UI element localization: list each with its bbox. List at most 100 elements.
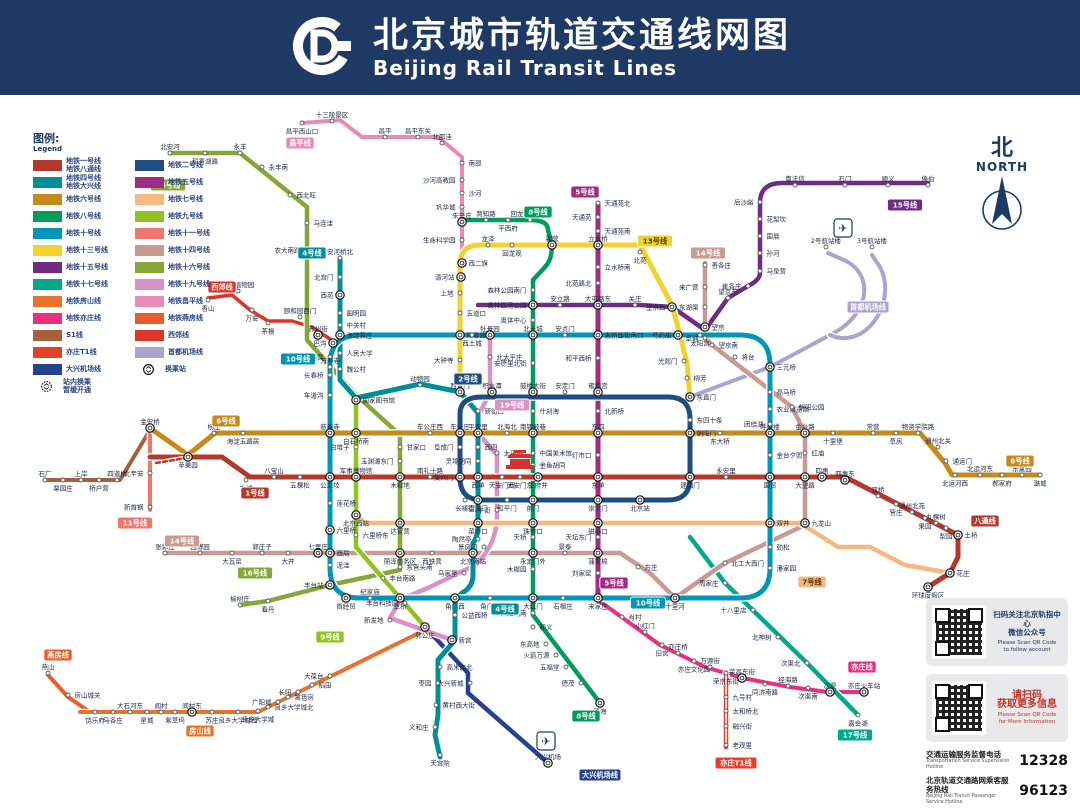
station-marker[interactable] [767, 565, 773, 571]
interchange-station-marker[interactable] [455, 472, 465, 482]
qr-card-follow[interactable]: 扫码关注北京轨指中心 微信公众号 Please Scan QR Code to … [926, 598, 1068, 666]
station-marker[interactable] [933, 520, 939, 526]
station-marker[interactable] [659, 642, 665, 648]
interchange-station-marker[interactable] [528, 330, 538, 340]
station-marker[interactable] [475, 458, 481, 464]
station-marker[interactable] [457, 357, 463, 363]
station-marker[interactable] [265, 320, 271, 326]
station-marker[interactable] [162, 550, 168, 556]
interchange-station-marker[interactable] [800, 472, 810, 482]
interchange-station-marker[interactable] [145, 423, 155, 433]
interchange-station-marker[interactable] [595, 698, 605, 708]
station-marker[interactable] [494, 507, 500, 513]
interchange-station-marker[interactable] [667, 302, 677, 312]
interchange-station-marker[interactable] [528, 518, 538, 528]
interchange-station-marker[interactable] [457, 258, 467, 268]
interchange-station-marker[interactable] [335, 330, 345, 340]
station-marker[interactable] [619, 614, 625, 620]
station-marker[interactable] [382, 134, 388, 140]
station-marker[interactable] [595, 214, 601, 220]
station-marker[interactable] [327, 673, 333, 679]
interchange-station-marker[interactable] [593, 518, 603, 528]
station-marker[interactable] [494, 450, 500, 456]
station-marker[interactable] [483, 217, 489, 223]
interchange-station-marker[interactable] [635, 495, 645, 505]
station-marker[interactable] [459, 204, 465, 210]
interchange-station-marker[interactable] [685, 428, 695, 438]
station-marker[interactable] [509, 242, 515, 248]
station-marker[interactable] [530, 408, 536, 414]
interchange-station-marker[interactable] [325, 428, 335, 438]
station-marker[interactable] [915, 430, 921, 436]
station-marker[interactable] [337, 274, 343, 280]
station-marker[interactable] [367, 595, 373, 601]
station-marker[interactable] [595, 452, 601, 458]
station-marker[interactable] [517, 474, 523, 480]
station-marker[interactable] [504, 430, 510, 436]
station-marker[interactable] [767, 452, 773, 458]
interchange-station-marker[interactable] [341, 593, 351, 603]
station-marker[interactable] [767, 544, 773, 550]
station-marker[interactable] [127, 709, 133, 715]
station-marker[interactable] [469, 332, 475, 338]
station-marker[interactable] [595, 228, 601, 234]
station-marker[interactable] [595, 280, 601, 286]
interchange-station-marker[interactable] [593, 472, 603, 482]
station-marker[interactable] [1037, 472, 1043, 478]
station-marker[interactable] [435, 680, 441, 686]
station-marker[interactable] [415, 134, 421, 140]
interchange-station-marker[interactable] [313, 330, 323, 340]
interchange-station-marker[interactable] [673, 330, 683, 340]
station-marker[interactable] [723, 742, 729, 748]
interchange-station-marker[interactable] [187, 707, 197, 717]
station-marker[interactable] [114, 477, 120, 483]
station-marker[interactable] [287, 192, 293, 198]
station-marker[interactable] [417, 382, 423, 388]
interchange-station-marker[interactable] [313, 548, 323, 558]
station-marker[interactable] [675, 650, 681, 656]
station-marker[interactable] [211, 430, 217, 436]
interchange-station-marker[interactable] [737, 673, 747, 683]
interchange-station-marker[interactable] [325, 548, 335, 558]
station-marker[interactable] [197, 550, 203, 556]
interchange-station-marker[interactable] [533, 472, 543, 482]
station-marker[interactable] [842, 182, 848, 188]
interchange-station-marker[interactable] [859, 687, 869, 697]
station-marker[interactable] [722, 580, 728, 586]
station-marker[interactable] [595, 355, 601, 361]
station-marker[interactable] [397, 458, 403, 464]
station-marker[interactable] [732, 354, 738, 360]
interchange-station-marker[interactable] [765, 428, 775, 438]
station-marker[interactable] [297, 314, 303, 320]
station-marker[interactable] [709, 342, 715, 348]
interchange-station-marker[interactable] [328, 338, 338, 348]
station-marker[interactable] [789, 404, 795, 410]
station-marker[interactable] [1019, 472, 1025, 478]
station-marker[interactable] [830, 430, 836, 436]
interchange-station-marker[interactable] [450, 593, 460, 603]
station-marker[interactable] [243, 477, 249, 483]
station-marker[interactable] [750, 607, 756, 613]
station-marker[interactable] [687, 417, 693, 423]
interchange-station-marker[interactable] [700, 322, 710, 332]
station-marker[interactable] [757, 268, 763, 274]
station-marker[interactable] [530, 610, 536, 616]
station-marker[interactable] [337, 255, 343, 261]
station-marker[interactable] [147, 470, 153, 476]
station-marker[interactable] [757, 233, 763, 239]
interchange-station-marker[interactable] [395, 548, 405, 558]
interchange-station-marker[interactable] [593, 593, 603, 603]
station-marker[interactable] [530, 566, 536, 572]
interchange-station-marker[interactable] [840, 475, 850, 485]
station-marker[interactable] [380, 575, 386, 581]
station-marker[interactable] [595, 570, 601, 576]
station-marker[interactable] [543, 641, 549, 647]
station-marker[interactable] [999, 472, 1005, 478]
station-marker[interactable] [329, 118, 335, 124]
station-marker[interactable] [560, 595, 566, 601]
interchange-station-marker[interactable] [487, 387, 497, 397]
station-marker[interactable] [259, 550, 265, 556]
interchange-station-marker[interactable] [825, 687, 835, 697]
station-marker[interactable] [530, 624, 536, 630]
interchange-station-marker[interactable] [351, 472, 361, 482]
